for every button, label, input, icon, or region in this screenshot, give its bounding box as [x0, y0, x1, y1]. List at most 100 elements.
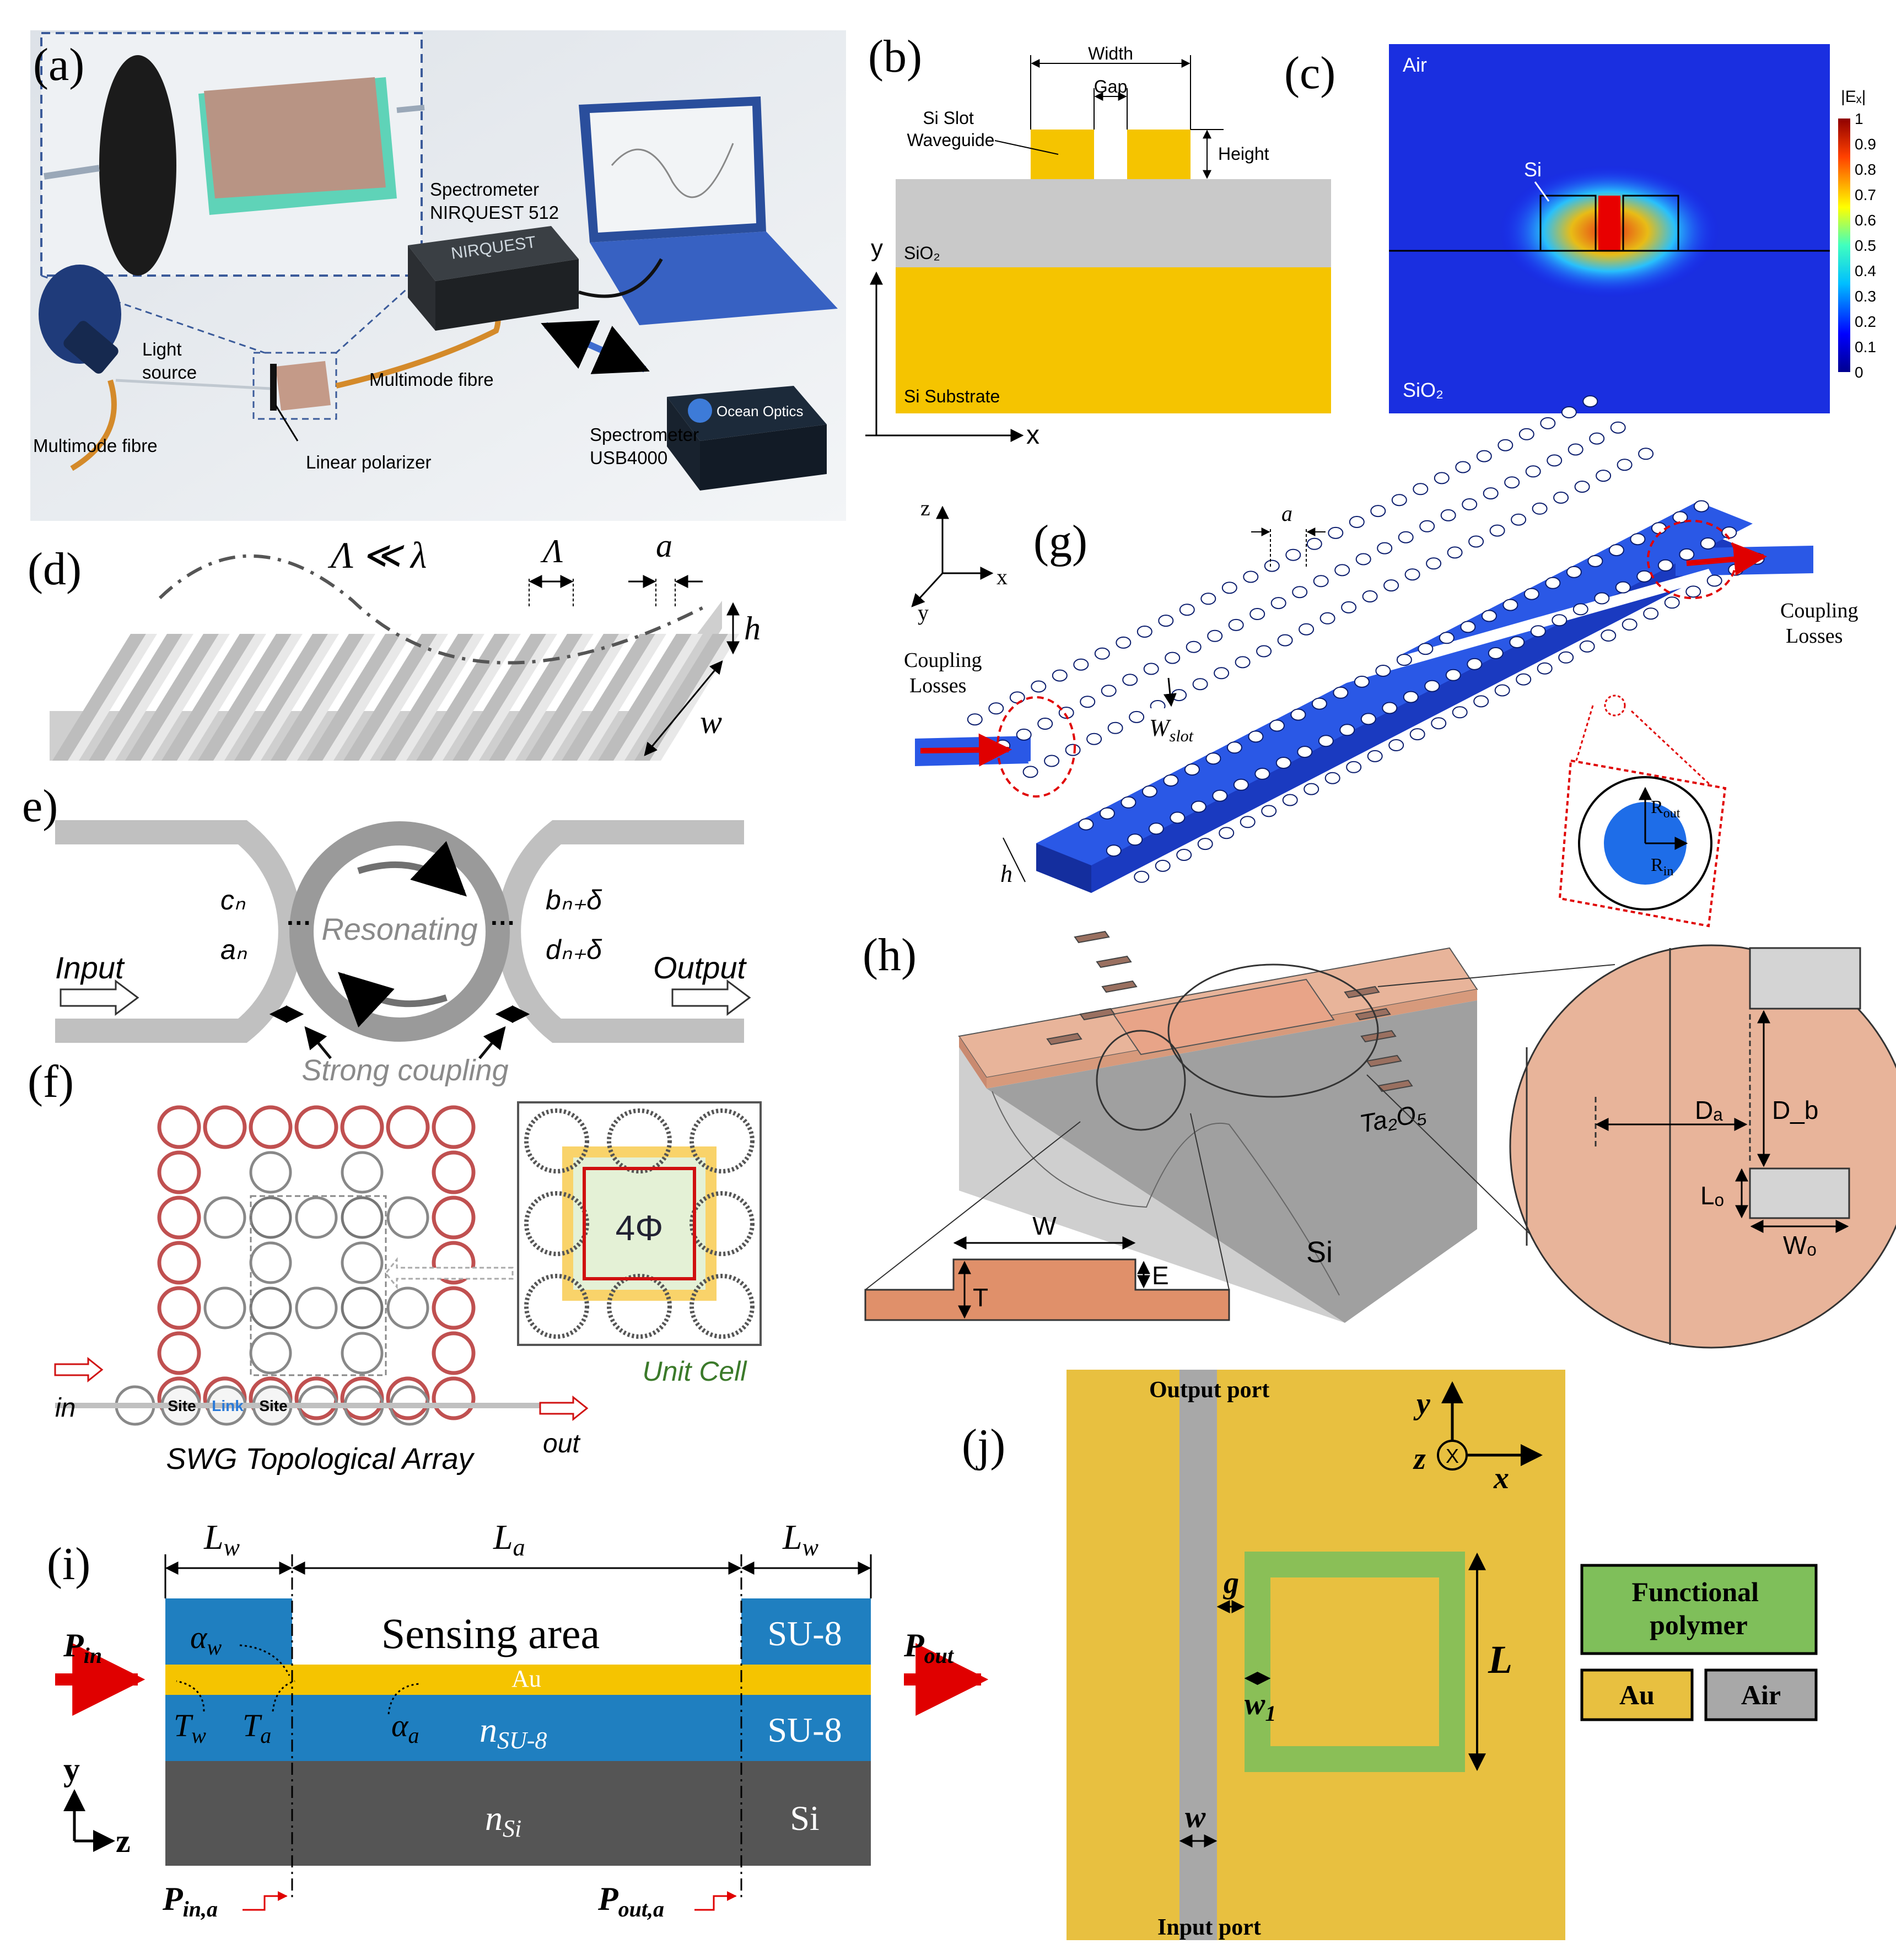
label-db: D_b	[1772, 1096, 1818, 1124]
lattice-hole	[1377, 542, 1393, 554]
h-pointer-g	[1003, 837, 1026, 882]
in-arrow-f	[54, 1356, 104, 1383]
lattice-hole	[1148, 822, 1164, 835]
ring	[294, 1105, 338, 1149]
lattice-hole	[988, 702, 1004, 715]
lattice-hole	[1334, 564, 1350, 577]
label-coupling-left: Coupling Losses	[904, 649, 987, 697]
ring	[432, 1105, 476, 1149]
lattice-hole	[1165, 651, 1181, 664]
swg-ridge-side	[489, 634, 583, 761]
label-input: Input	[55, 950, 125, 985]
unit-ring	[607, 1108, 672, 1173]
label-linear-polarizer: Linear polarizer	[306, 452, 431, 472]
label-sensing-area: Sensing area	[381, 1609, 600, 1657]
polarizer-pointer	[274, 405, 299, 441]
label-light-source: Light source	[142, 339, 197, 383]
lattice-hole	[1525, 465, 1541, 478]
label-si-h: Si	[1306, 1236, 1333, 1269]
swg-ridge-side	[161, 634, 255, 761]
lattice-hole	[1419, 520, 1435, 532]
etched-slot	[1096, 955, 1132, 968]
label-au-i: Au	[511, 1665, 541, 1692]
lattice-hole	[1269, 719, 1285, 732]
lattice-hole	[1467, 658, 1483, 670]
axis-x-label-g: x	[997, 564, 1008, 589]
panel-j: (j) Output port Input port g w1 w L X y …	[962, 1370, 1818, 1940]
unit-ring	[524, 1274, 589, 1339]
lattice-hole	[1073, 658, 1089, 671]
axis-x-label-j: x	[1493, 1461, 1509, 1495]
lattice-hole	[1460, 621, 1476, 633]
lattice-hole	[1016, 728, 1032, 741]
label-period: Λ	[540, 533, 563, 569]
swg-ridges	[52, 634, 739, 761]
lattice-hole	[1171, 689, 1187, 702]
panel-i-label: (i)	[47, 1538, 90, 1590]
label-w1: w1	[1245, 1687, 1276, 1726]
zoom-line-right	[335, 274, 423, 354]
si-slot-pointer	[994, 140, 1059, 155]
lattice-hole	[1700, 537, 1716, 550]
lattice-hole	[1511, 513, 1527, 526]
fibre-left	[70, 379, 117, 471]
lattice-hole	[1502, 599, 1518, 611]
lattice-hole	[1282, 794, 1298, 806]
lattice-hole	[1037, 718, 1053, 730]
label-si-slot: Si Slot Waveguide	[907, 108, 995, 150]
unit-cell-pointer	[385, 1257, 514, 1290]
coupling-pointer-left	[304, 1026, 332, 1059]
swg-ridge-face	[104, 634, 193, 761]
label-in-f: in	[55, 1393, 76, 1423]
label-g-j: g	[1222, 1566, 1239, 1600]
swg-ridge-side	[198, 634, 292, 761]
swg-ridge-side	[416, 634, 510, 761]
fibre-in-inset	[44, 165, 100, 180]
lattice-hole	[1121, 796, 1136, 809]
etched-slot	[1366, 1054, 1402, 1068]
label-w-h: W	[1032, 1211, 1057, 1240]
ring-inner-au	[1270, 1577, 1439, 1746]
wslot-bg	[1146, 708, 1210, 744]
lattice-hole	[1127, 833, 1143, 846]
lattice-hole	[1355, 553, 1371, 566]
lattice-hole	[1346, 761, 1362, 773]
lattice-hole	[1065, 744, 1081, 756]
panel-j-label: (j)	[962, 1420, 1005, 1471]
label-cn: cₙ	[220, 885, 246, 916]
ellipsis-right: ···	[491, 908, 516, 937]
lattice-hole	[1594, 592, 1610, 605]
unit-ring	[607, 1274, 672, 1339]
lattice-hole	[1099, 807, 1115, 820]
lattice-hole	[1509, 636, 1525, 649]
panel-a-label: (a)	[33, 39, 84, 90]
label-la: La	[493, 1517, 525, 1561]
label-lw-left: Lw	[203, 1517, 240, 1561]
colorbar-tick: 0.9	[1855, 136, 1876, 153]
etched-slot	[1074, 930, 1110, 944]
lattice-hole	[1426, 557, 1442, 570]
label-pout: Pout	[903, 1627, 955, 1668]
lattice-hole	[1481, 610, 1497, 622]
profile-line-left	[865, 1121, 1081, 1290]
label-h-g: h	[1000, 860, 1012, 887]
ring	[295, 1196, 338, 1239]
lattice-hole	[1424, 680, 1440, 692]
lattice-hole	[1574, 481, 1590, 493]
label-pin: Pin	[63, 1627, 102, 1668]
lattice-hole	[1651, 522, 1667, 535]
swg-ridge-face	[213, 634, 303, 761]
etched-slot	[1360, 1030, 1397, 1043]
label-rin: Rin	[1651, 855, 1673, 879]
lattice-hole	[1354, 675, 1370, 688]
lattice-hole	[1233, 778, 1249, 791]
axis-z-label-i: z	[116, 1823, 131, 1859]
panel-f: (f) 4Φ Unit Cell in out Site Link Site S…	[28, 1056, 762, 1476]
step-pin	[243, 1891, 288, 1911]
lattice-hole	[1537, 662, 1553, 675]
label-pout-a: Pout,a	[597, 1881, 664, 1921]
ring	[432, 1376, 476, 1420]
ring	[341, 1151, 384, 1194]
lattice-hole	[1290, 708, 1306, 721]
